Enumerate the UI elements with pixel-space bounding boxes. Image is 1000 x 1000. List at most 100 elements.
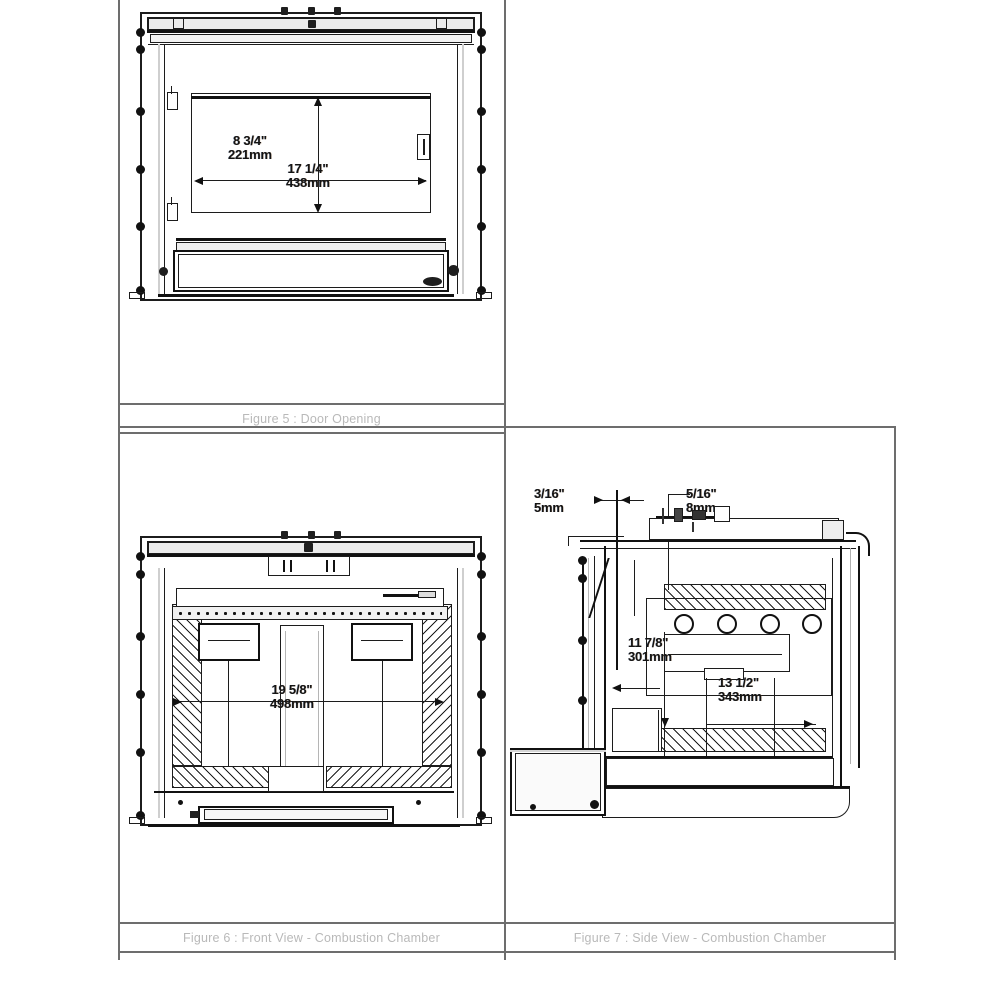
f7-control-drawer-top xyxy=(510,750,606,752)
dim-chamber-depth-metric: 343mm xyxy=(718,688,762,704)
f7-base-housing xyxy=(602,788,850,818)
baffle-plate xyxy=(664,584,826,610)
f7-rear-outer xyxy=(858,546,860,768)
f7-regulator xyxy=(714,506,730,522)
latch-pin-lower xyxy=(171,197,172,205)
f7-pipe-drop xyxy=(662,508,664,524)
dim-combustion-chamber-width: 19 5/8" 498mm xyxy=(270,683,314,710)
figure-7-panel: 3/16" 5mm 5/16" 8mm xyxy=(506,428,894,922)
center-col-top xyxy=(280,625,324,626)
f7-hinge-4 xyxy=(578,696,587,705)
drawer-handle-knob xyxy=(423,277,442,286)
dim-door-opening-height: 8 3/4" 221mm xyxy=(228,134,272,161)
figure-5-caption: Figure 5 : Door Opening xyxy=(242,411,381,426)
center-col-right xyxy=(323,625,324,767)
bolt-right-2 xyxy=(477,45,486,54)
f6-bolt-right-5 xyxy=(477,748,486,757)
f6-shell-right xyxy=(480,536,482,826)
f6-bolt-right-3 xyxy=(477,632,486,641)
dim-chamber-height: 11 7/8" 301mm xyxy=(628,636,672,663)
shell-left-edge xyxy=(140,12,142,301)
frame-divider-bottom xyxy=(504,426,506,960)
burner-ignitor-bar xyxy=(383,594,425,597)
f7-dim5-arrow-right xyxy=(621,496,630,504)
figure-7-drawing: 3/16" 5mm 5/16" 8mm xyxy=(506,428,894,922)
refractory-floor-right xyxy=(326,766,452,788)
center-col-left-shade xyxy=(285,631,286,766)
top-mounting-tabs xyxy=(118,0,505,20)
frame-divider-top xyxy=(504,0,506,434)
f6-bolt-left-6 xyxy=(136,811,145,820)
dim-door-width-metric: 438mm xyxy=(286,174,330,190)
drawer-latch-knob xyxy=(448,265,459,276)
f6-shell-left xyxy=(140,536,142,826)
f7-dim5-arrow-left xyxy=(594,496,603,504)
f7-dim343-arrow xyxy=(804,720,813,728)
figure-5-panel: 8 3/4" 221mm 17 1/4" 438mm xyxy=(118,0,505,403)
f6-top-mounting-tabs xyxy=(118,428,505,548)
figure-7-caption: Figure 7 : Side View - Combustion Chambe… xyxy=(573,930,827,945)
burner-tube-circle-3 xyxy=(760,614,780,634)
header-center-stud xyxy=(308,20,316,28)
drawer-top-rail xyxy=(176,238,446,241)
f6-bracket-slot-1 xyxy=(283,560,285,572)
dim-width-line xyxy=(196,180,426,181)
foot-right xyxy=(476,292,492,299)
inner-post-right xyxy=(382,661,383,767)
dim-chamber-width-imperial: 19 5/8" xyxy=(271,682,313,697)
right-rail-inner xyxy=(462,44,464,294)
f6-foot-left xyxy=(129,817,145,824)
f6-bracket-slot-4 xyxy=(333,560,335,572)
f6-left-rail-inner xyxy=(158,568,160,818)
dim-glass-thickness-imperial: 3/16" xyxy=(534,486,565,501)
bolt-right-6 xyxy=(477,286,486,295)
log-bracket-right xyxy=(351,623,413,661)
f6-bolt-right-2 xyxy=(477,570,486,579)
dim-width-arrow-left xyxy=(194,177,203,185)
dim-height-arrow-down xyxy=(314,204,322,213)
f7-door-front-face xyxy=(604,546,606,790)
f6-screw-left xyxy=(178,800,183,805)
f6-bolt-left-2 xyxy=(136,570,145,579)
right-rail-line xyxy=(457,44,458,294)
f6-center-stud xyxy=(304,543,313,552)
f7-shell-top2 xyxy=(580,548,856,549)
f7-dim301-arrow-down xyxy=(661,718,669,727)
header-trim-edge xyxy=(148,44,474,45)
figure-6-drawing: 19 5/8" 498mm xyxy=(118,428,505,922)
f7-lower-deflector-face xyxy=(614,710,660,750)
f6-foot-right xyxy=(476,817,492,824)
burner-tube-circle-1 xyxy=(674,614,694,634)
log-bracket-left xyxy=(198,623,260,661)
door-opening-outline xyxy=(191,93,431,213)
f7-hinge-top xyxy=(578,556,587,565)
latch-pin-upper xyxy=(171,86,172,94)
header-slot-right xyxy=(436,18,447,29)
dim-glass-thickness-metric: 5mm xyxy=(534,499,564,515)
bolt-left-2 xyxy=(136,45,145,54)
latch-bracket-upper xyxy=(167,92,178,110)
header-slot-left xyxy=(173,18,184,29)
burner-ignitor-block xyxy=(418,591,436,598)
shell-bottom-edge xyxy=(140,299,482,301)
f6-drawer-face-inner xyxy=(204,809,388,820)
f7-inner-chamber xyxy=(646,598,832,696)
f7-flue-collar xyxy=(822,520,844,540)
inner-post-left xyxy=(228,661,229,767)
drawer-base-rail xyxy=(158,294,454,297)
f6-center-duct xyxy=(268,766,324,792)
dim-chamber-depth: 13 1/2" 343mm xyxy=(718,676,762,703)
f7-valve-body xyxy=(674,508,683,522)
header-rail-underline xyxy=(147,30,475,33)
dim-chamber-height-metric: 301mm xyxy=(628,648,672,664)
burner-port-holes xyxy=(178,611,442,616)
f7-hinge-3 xyxy=(578,636,587,645)
f7-rear-wall xyxy=(840,546,842,796)
drawer-face-inner xyxy=(178,254,444,288)
f6-right-rail-inner xyxy=(462,568,464,818)
bolt-left-6 xyxy=(136,286,145,295)
f7-drawer-screw xyxy=(530,804,536,810)
dim-chamber-width-metric: 498mm xyxy=(270,695,314,711)
dim-chamber-depth-imperial: 13 1/2" xyxy=(718,675,759,690)
